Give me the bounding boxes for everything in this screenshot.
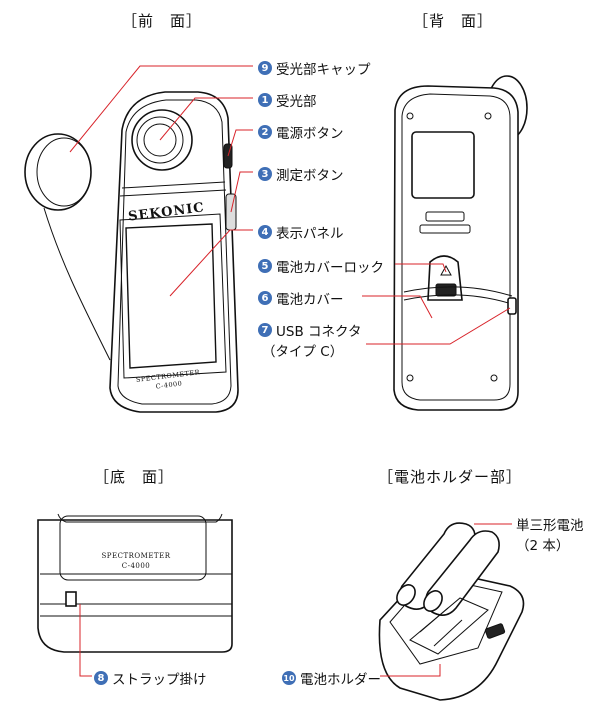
badge-10: 10 (282, 671, 296, 685)
label-battery-holder: 10 電池ホルダー (282, 671, 381, 688)
badge-8: 8 (94, 671, 108, 685)
bottom-device (37, 513, 233, 653)
label-power-button: 2 電源ボタン (258, 122, 344, 142)
back-window (411, 131, 475, 199)
label-battery-cover-lock: 5 電池カバーロック (258, 256, 384, 276)
badge-2: 2 (258, 125, 272, 139)
cap-strap (43, 207, 111, 361)
label-usb-connector: 7 USB コネクタ (258, 320, 361, 340)
strap-hole (65, 591, 77, 607)
label-measure-button: 3 測定ボタン (258, 164, 344, 184)
bottom-model-line2: C-4000 (121, 562, 151, 570)
label-display-panel: 4 表示パネル (258, 222, 344, 242)
back-device (393, 75, 528, 411)
badge-6: 6 (258, 291, 272, 305)
badge-5: 5 (258, 259, 272, 273)
bottom-view-title: ［底 面］ (94, 468, 175, 486)
label-aa-batteries: 単三形電池 (516, 518, 584, 534)
bottom-body (37, 519, 233, 653)
bottom-model-line1: SPECTROMETER (101, 552, 171, 560)
label-battery-cover: 6 電池カバー (258, 288, 344, 308)
battery-holder-device (378, 522, 525, 701)
usb-c-port (507, 297, 517, 315)
label-receptor-cap: 9 受光部キャップ (258, 58, 371, 78)
badge-9: 9 (258, 61, 272, 75)
badge-7: 7 (258, 323, 272, 337)
display-panel (125, 223, 217, 369)
badge-4: 4 (258, 225, 272, 239)
label-usb-connector-type: （タイプ C） (262, 344, 344, 360)
aa-batteries (396, 522, 500, 616)
back-view-title: ［背 面］ (413, 12, 494, 30)
label-aa-batteries-count: （2 本） (516, 538, 570, 554)
badge-1: 1 (258, 93, 272, 107)
front-view-title: ［前 面］ (122, 12, 203, 30)
label-strap-hook: 8 ストラップ掛け (94, 668, 207, 688)
battery-cover (403, 286, 513, 297)
label-receptor: 1 受光部 (258, 90, 317, 110)
badge-3: 3 (258, 167, 272, 181)
front-device (24, 91, 239, 413)
battery-holder-view-title: ［電池ホルダー部］ (378, 468, 523, 486)
